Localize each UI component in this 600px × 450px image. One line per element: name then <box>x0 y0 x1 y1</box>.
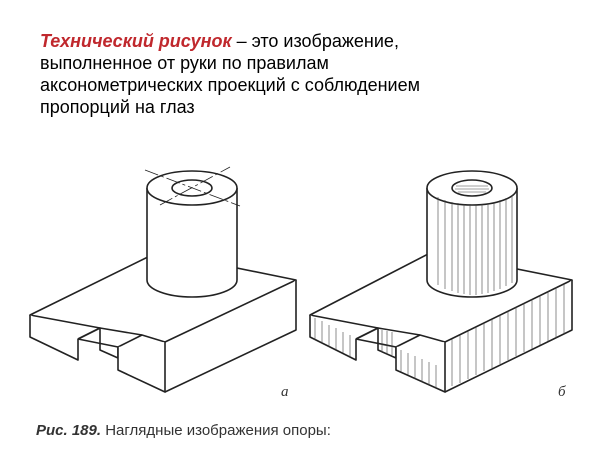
definition-term: Технический рисунок <box>40 31 232 51</box>
drawing-b-hatching <box>314 185 565 388</box>
figure-caption: Рис. 189. Наглядные изображения опоры: <box>36 422 331 439</box>
figure-label-b: б <box>558 384 566 400</box>
definition-line-2: выполненное от руки по правилам <box>40 53 329 73</box>
caption-text: Наглядные изображения опоры: <box>101 422 331 439</box>
definition-line-4: пропорций на глаз <box>40 97 195 117</box>
drawing-b-shaded <box>309 170 573 393</box>
caption-number: Рис. 189. <box>36 422 102 439</box>
definition-line-1: – это изображение, <box>231 31 399 51</box>
support-drawings <box>29 166 573 393</box>
figure-label-a: а <box>281 384 289 400</box>
drawing-a-line <box>29 166 297 393</box>
definition-line-3: аксонометрических проекций с соблюдением <box>40 75 420 95</box>
definition-text: Технический рисунок – это изображение, в… <box>40 30 560 118</box>
